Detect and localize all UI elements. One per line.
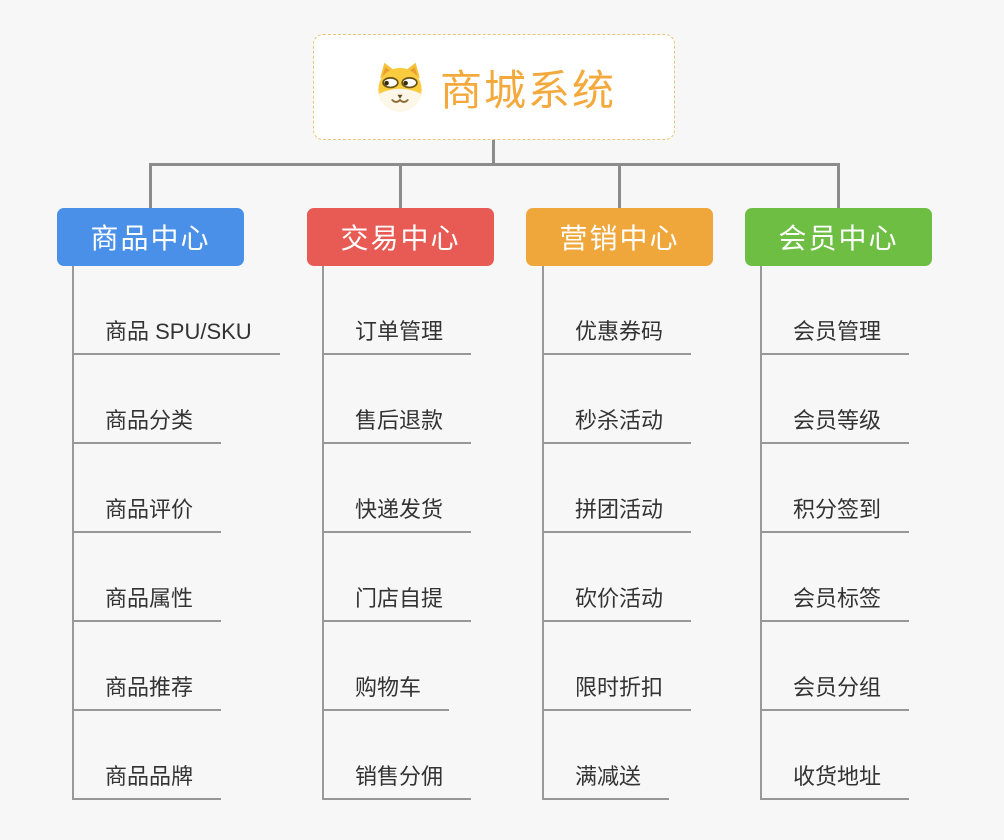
leaf-row: 门店自提 [322, 533, 572, 622]
leaf-node[interactable]: 购物车 [322, 675, 450, 711]
leaf-node[interactable]: 订单管理 [322, 319, 472, 355]
leaf-row: 商品属性 [72, 533, 322, 622]
leaf-node[interactable]: 满减送 [542, 764, 670, 800]
leaf-row: 砍价活动 [542, 533, 792, 622]
branch-label: 营销中心 [559, 223, 680, 254]
leaf-row: 秒杀活动 [542, 355, 792, 444]
leaf-row: 商品 SPU/SKU [72, 266, 322, 355]
leaf-node[interactable]: 门店自提 [322, 586, 472, 622]
leaf-node[interactable]: 商品 SPU/SKU [72, 319, 280, 355]
leaf-row: 优惠券码 [542, 266, 792, 355]
branch-label: 交易中心 [340, 223, 461, 254]
shiba-dog-icon [378, 62, 422, 112]
leaf-row: 会员管理 [760, 266, 1004, 355]
connector-horizontal-spine [149, 163, 840, 166]
leaf-node[interactable]: 积分签到 [760, 497, 910, 533]
leaf-node[interactable]: 会员管理 [760, 319, 910, 355]
leaf-row: 售后退款 [322, 355, 572, 444]
leaf-node[interactable]: 会员分组 [760, 675, 910, 711]
leaf-column-member: 会员管理 会员等级 积分签到 会员标签 会员分组 收货地址 [760, 266, 1004, 800]
leaf-row: 会员标签 [760, 533, 1004, 622]
leaf-row: 购物车 [322, 622, 572, 711]
leaf-node[interactable]: 优惠券码 [542, 319, 692, 355]
leaf-node[interactable]: 会员标签 [760, 586, 910, 622]
leaf-node[interactable]: 售后退款 [322, 408, 472, 444]
connector-drop-branch-1 [149, 163, 152, 209]
leaf-node[interactable]: 商品推荐 [72, 675, 222, 711]
root-title: 商城系统 [439, 66, 616, 114]
leaf-column-marketing: 优惠券码 秒杀活动 拼团活动 砍价活动 限时折扣 满减送 [542, 266, 792, 800]
leaf-row: 商品推荐 [72, 622, 322, 711]
leaf-row: 满减送 [542, 711, 792, 800]
leaf-row: 商品品牌 [72, 711, 322, 800]
leaf-node[interactable]: 快递发货 [322, 497, 472, 533]
leaf-node[interactable]: 砍价活动 [542, 586, 692, 622]
leaf-node[interactable]: 商品品牌 [72, 764, 222, 800]
branch-member-center[interactable]: 会员中心 [745, 208, 932, 266]
leaf-row: 订单管理 [322, 266, 572, 355]
branch-marketing-center[interactable]: 营销中心 [526, 208, 713, 266]
leaf-row: 收货地址 [760, 711, 1004, 800]
leaf-node[interactable]: 会员等级 [760, 408, 910, 444]
leaf-node[interactable]: 销售分佣 [322, 764, 472, 800]
leaf-row: 积分签到 [760, 444, 1004, 533]
leaf-row: 会员等级 [760, 355, 1004, 444]
root-node[interactable]: 商城系统 [313, 34, 675, 140]
connector-root-drop [492, 140, 495, 164]
leaf-node[interactable]: 限时折扣 [542, 675, 692, 711]
branch-label: 会员中心 [778, 223, 899, 254]
leaf-row: 会员分组 [760, 622, 1004, 711]
leaf-node[interactable]: 拼团活动 [542, 497, 692, 533]
leaf-column-trade: 订单管理 售后退款 快递发货 门店自提 购物车 销售分佣 [322, 266, 572, 800]
leaf-row: 限时折扣 [542, 622, 792, 711]
leaf-node[interactable]: 商品分类 [72, 408, 222, 444]
leaf-row: 拼团活动 [542, 444, 792, 533]
leaf-column-product: 商品 SPU/SKU 商品分类 商品评价 商品属性 商品推荐 商品品牌 [72, 266, 322, 800]
leaf-node[interactable]: 商品属性 [72, 586, 222, 622]
leaf-node[interactable]: 商品评价 [72, 497, 222, 533]
leaf-node[interactable]: 收货地址 [760, 764, 910, 800]
connector-drop-branch-3 [618, 163, 621, 209]
connector-drop-branch-2 [399, 163, 402, 209]
leaf-row: 商品评价 [72, 444, 322, 533]
branch-label: 商品中心 [90, 223, 211, 254]
leaf-row: 销售分佣 [322, 711, 572, 800]
branch-trade-center[interactable]: 交易中心 [307, 208, 494, 266]
leaf-row: 快递发货 [322, 444, 572, 533]
leaf-node[interactable]: 秒杀活动 [542, 408, 692, 444]
leaf-row: 商品分类 [72, 355, 322, 444]
connector-drop-branch-4 [837, 163, 840, 209]
branch-product-center[interactable]: 商品中心 [57, 208, 244, 266]
